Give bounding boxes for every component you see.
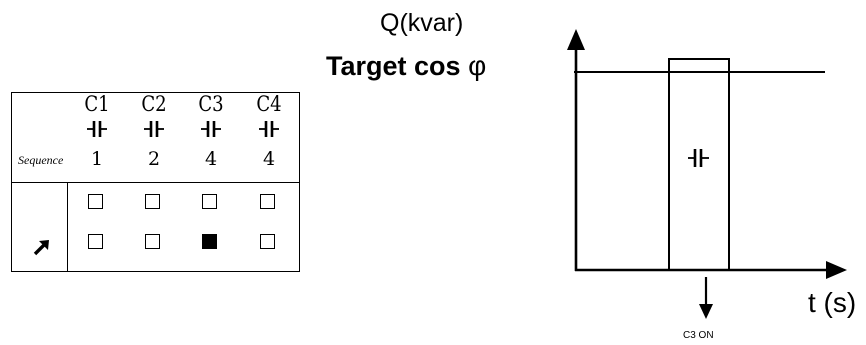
status-box-c3-row2	[202, 234, 217, 249]
capacitor-icon	[688, 149, 709, 167]
x-axis-arrowhead	[826, 261, 847, 279]
y-axis-label: Q(kvar)	[380, 9, 464, 37]
table-column-divider	[67, 182, 68, 271]
arrow-up-right-icon	[33, 240, 49, 256]
table-row-divider	[12, 182, 299, 183]
sequence-value-c3: 4	[204, 148, 218, 170]
sequence-value-c4: 4	[262, 148, 276, 170]
status-box-c1-row2	[88, 234, 103, 249]
capacitor-table: C1 C2 C3 C4 Sequence 1 2 4 4	[11, 92, 300, 272]
phi-symbol: φ	[468, 50, 487, 81]
event-label: C3 ON	[683, 330, 714, 341]
status-box-c1-row1	[88, 194, 103, 209]
capacitor-icon	[87, 121, 107, 137]
sequence-label: Sequence	[18, 153, 64, 167]
sequence-value-c1: 1	[90, 148, 104, 170]
capacitor-icon	[259, 121, 279, 137]
capacitor-label-c4: C4	[256, 92, 282, 116]
status-box-c4-row2	[260, 234, 275, 249]
capacitor-label-c2: C2	[141, 92, 167, 116]
y-axis-arrowhead	[567, 29, 585, 50]
x-axis-label: t (s)	[808, 287, 857, 318]
capacitor-icon	[201, 121, 221, 137]
status-box-c3-row1	[202, 194, 217, 209]
capacitor-label-c3: C3	[198, 92, 224, 116]
status-box-c2-row1	[145, 194, 160, 209]
target-label-text: Target cos	[326, 51, 461, 81]
event-arrow-down-icon	[699, 304, 713, 319]
capacitor-label-c1: C1	[84, 92, 110, 116]
capacitor-icon	[144, 121, 164, 137]
capacitor-step-block	[668, 58, 730, 271]
target-cos-phi-label: Target cos φ	[326, 50, 486, 82]
sequence-value-c2: 2	[147, 148, 161, 170]
status-box-c2-row2	[145, 234, 160, 249]
status-box-c4-row1	[260, 194, 275, 209]
